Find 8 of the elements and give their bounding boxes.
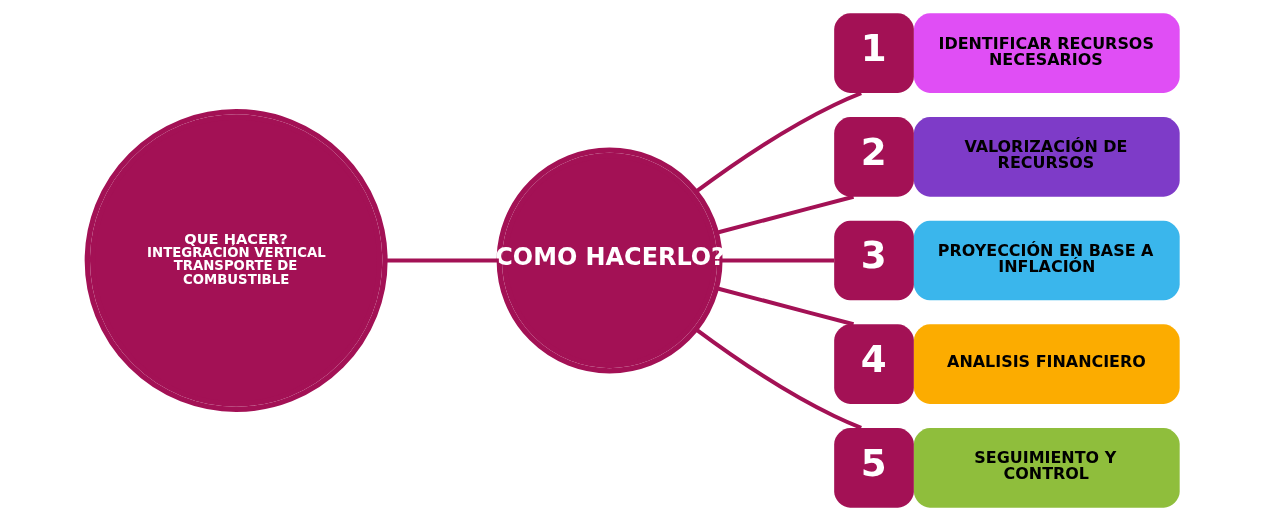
connector	[694, 91, 862, 194]
node-circle: COMO HACERLO?	[496, 147, 723, 374]
node-circle: QUE HACER? INTEGRACIÓN VERTICAL TRANSPORTE DE COMBUSTIBLE	[84, 109, 388, 412]
connector	[694, 327, 862, 430]
connector	[715, 194, 854, 235]
connector	[719, 258, 834, 263]
connector	[384, 258, 499, 263]
connector	[715, 286, 854, 327]
